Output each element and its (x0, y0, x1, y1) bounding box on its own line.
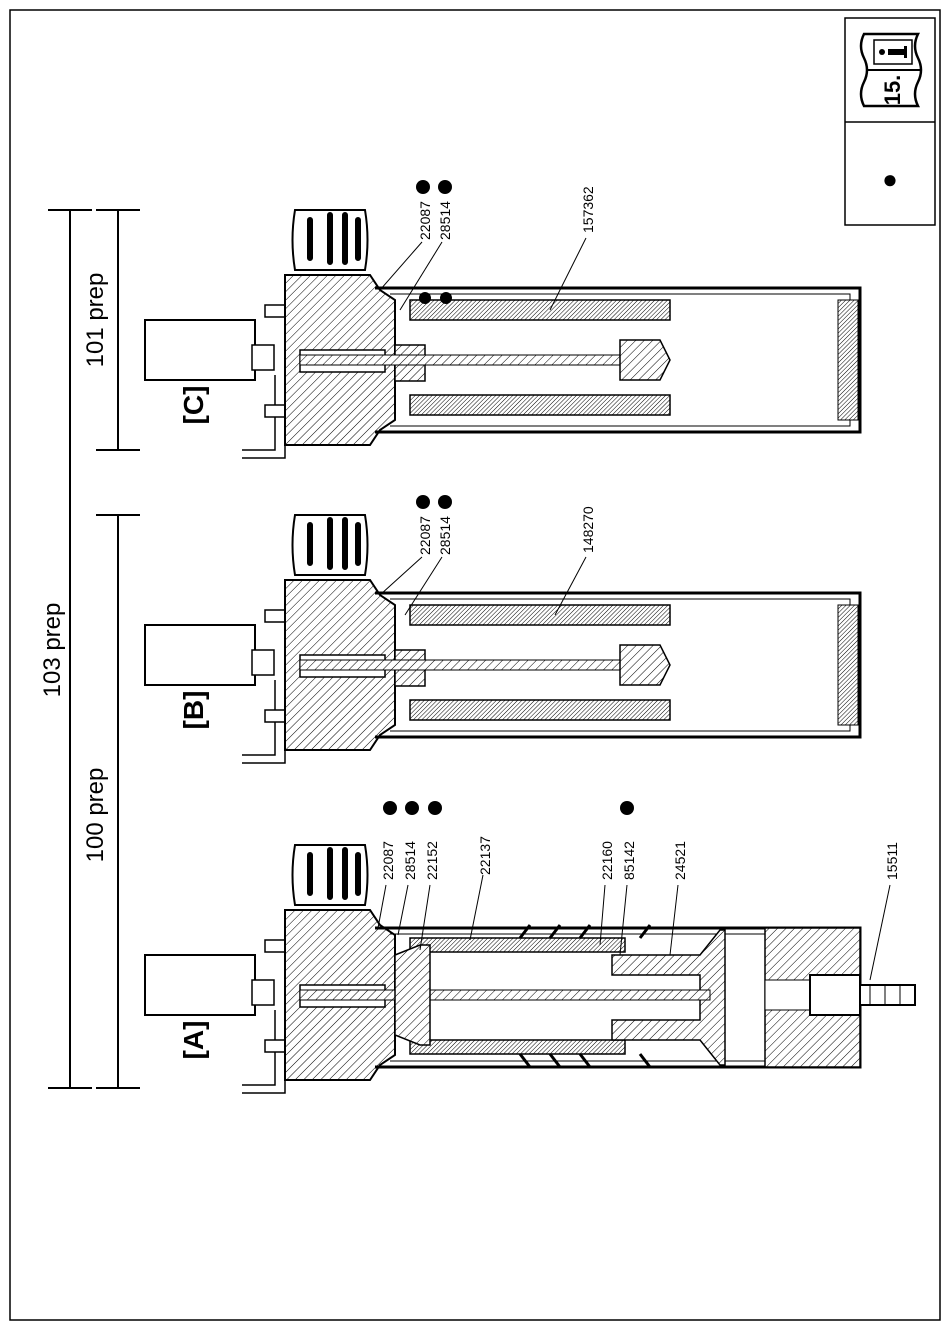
a-part-22137: 22137 (477, 836, 493, 875)
a-part-22152: 22152 (424, 841, 440, 880)
a-part-85142: 85142 (621, 841, 637, 880)
badge-number: 15. (880, 75, 905, 106)
view-b: [B] 22087 28514 148270 (144, 495, 862, 764)
view-c: [C] 22087 28514 157362 (144, 180, 862, 459)
view-a-label: [A] (178, 1021, 209, 1060)
a-bullet-85142 (620, 801, 634, 815)
sheet-border (9, 9, 941, 1321)
dim-100-prep: 100 prep (82, 768, 109, 863)
a-part-22087: 22087 (380, 841, 396, 880)
c-bullet-28514-inner (440, 292, 452, 304)
dim-101-prep: 101 prep (82, 273, 109, 368)
view-b-label: [B] (178, 691, 209, 730)
a-part-24521: 24521 (672, 841, 688, 880)
a-part-15511: 15511 (884, 842, 900, 880)
c-part-22087: 22087 (417, 201, 433, 240)
b-part-148270: 148270 (580, 506, 596, 553)
c-bullet-22087-inner (419, 292, 431, 304)
view-c-label: [C] (178, 386, 209, 425)
manual-info-icon: 15. (859, 32, 923, 108)
a-part-22160: 22160 (599, 841, 615, 880)
a-bullet-28514 (405, 801, 419, 815)
c-part-157362: 157362 (580, 186, 596, 233)
c-part-28514: 28514 (437, 201, 453, 240)
a-bullet-22087 (383, 801, 397, 815)
b-bullet-22087 (416, 495, 430, 509)
dim-103-prep: 103 prep (39, 603, 66, 698)
a-bullet-22152 (428, 801, 442, 815)
c-bullet-22087 (416, 180, 430, 194)
b-part-22087: 22087 (417, 516, 433, 555)
dimension-lines (48, 209, 140, 1089)
view-a: [A] 22087 28514 22152 22137 22160 85142 … (144, 801, 916, 1094)
info-bullet: ● (882, 164, 898, 194)
info-box: 15. ● (844, 17, 936, 226)
a-part-28514: 28514 (402, 841, 418, 880)
c-bullet-28514 (438, 180, 452, 194)
b-bullet-28514 (438, 495, 452, 509)
b-part-28514: 28514 (437, 516, 453, 555)
